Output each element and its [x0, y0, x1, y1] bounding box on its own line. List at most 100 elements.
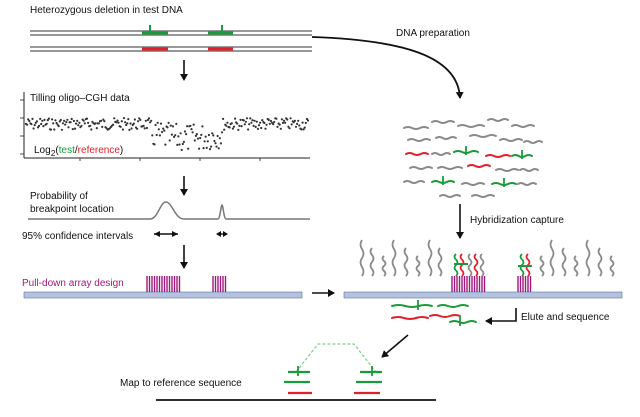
cgh-point	[158, 134, 161, 137]
genomic-fragment	[437, 166, 463, 170]
cgh-point	[163, 129, 166, 132]
genomic-fragment	[407, 138, 431, 142]
cgh-point	[54, 119, 57, 122]
cgh-point	[136, 127, 139, 130]
cgh-point	[87, 121, 90, 124]
cgh-point	[39, 117, 42, 120]
cgh-point	[146, 118, 149, 122]
cgh-point	[194, 134, 197, 137]
cgh-point	[183, 130, 187, 133]
cgh-point	[61, 122, 65, 125]
split-read-link	[295, 343, 377, 373]
unbound-fragment	[403, 247, 409, 277]
cgh-point	[284, 121, 287, 124]
cgh-point	[170, 133, 173, 136]
elute-arrow	[485, 308, 517, 325]
reference-fragment	[405, 152, 429, 156]
cgh-point	[30, 123, 33, 126]
unbound-fragment	[391, 239, 397, 277]
cgh-point	[218, 137, 221, 140]
cgh-point	[215, 145, 218, 148]
cgh-point	[115, 121, 118, 124]
log-test: test	[59, 145, 75, 156]
cgh-point	[202, 147, 205, 150]
cgh-point	[182, 140, 185, 143]
unbound-fragment	[609, 255, 615, 277]
cgh-point	[71, 128, 74, 131]
cgh-point	[162, 127, 165, 130]
probability-curve	[28, 201, 310, 220]
cgh-point	[210, 145, 213, 148]
cgh-point	[303, 126, 306, 129]
cgh-point	[174, 134, 177, 137]
cgh-point	[51, 118, 54, 121]
cgh-point	[195, 133, 198, 136]
cgh-point	[120, 120, 123, 123]
cgh-point	[60, 128, 64, 131]
cgh-point	[169, 124, 172, 127]
cgh-point	[286, 118, 289, 121]
cgh-point	[122, 117, 126, 120]
cgh-point	[252, 124, 255, 127]
confidence-intervals-label: 95% confidence intervals	[22, 231, 133, 242]
cgh-point	[119, 125, 122, 128]
genomic-fragment	[519, 168, 539, 172]
cgh-point	[267, 118, 270, 122]
cgh-point	[100, 119, 103, 122]
cgh-point	[73, 127, 77, 130]
cgh-point	[239, 118, 242, 121]
cgh-point	[43, 118, 46, 121]
cgh-point	[90, 128, 93, 131]
cgh-point	[70, 117, 73, 121]
cgh-point	[63, 119, 66, 122]
test-dna-lines	[30, 25, 312, 36]
pulldown-array-bar	[23, 291, 303, 299]
cgh-plot-frame	[20, 92, 310, 161]
cgh-point	[302, 128, 305, 131]
cgh-point	[236, 122, 239, 125]
cgh-point	[234, 117, 237, 120]
cgh-point	[116, 119, 119, 122]
cgh-point	[293, 119, 296, 122]
cgh-point	[147, 117, 151, 120]
log-reference: reference	[78, 145, 121, 156]
cgh-point	[173, 135, 176, 138]
cgh-point	[53, 128, 56, 131]
cgh-point	[237, 128, 240, 131]
genomic-fragment	[403, 180, 425, 184]
cgh-point	[38, 124, 41, 127]
cgh-point	[265, 123, 268, 126]
map-label: Map to reference sequence	[120, 378, 242, 389]
cgh-point	[33, 124, 36, 127]
cgh-point	[124, 121, 127, 124]
cgh-point	[28, 119, 31, 122]
cgh-point	[155, 133, 158, 137]
cgh-title-label: Tilling oligo–CGH data	[30, 93, 130, 104]
cgh-point	[289, 117, 292, 120]
cgh-point	[301, 121, 304, 124]
title-label: Heterozygous deletion in test DNA	[30, 5, 183, 16]
unbound-fragment	[561, 247, 567, 277]
genomic-fragment	[499, 138, 523, 142]
cgh-point	[250, 121, 253, 124]
pulldown-label: Pull-down array design	[22, 278, 124, 289]
cgh-data-points	[24, 117, 310, 152]
genomic-fragment	[469, 134, 497, 138]
cgh-point	[276, 125, 279, 128]
cgh-point	[244, 120, 247, 123]
cgh-point	[206, 140, 209, 143]
cgh-point	[297, 119, 300, 122]
cgh-point	[42, 125, 45, 128]
cgh-point	[181, 142, 184, 146]
cgh-point	[112, 123, 115, 126]
cgh-point	[168, 139, 171, 142]
cgh-point	[205, 146, 208, 149]
cgh-point	[198, 147, 201, 150]
cgh-point	[269, 119, 273, 123]
cgh-point	[275, 117, 278, 120]
reference-fragment	[485, 154, 511, 158]
cgh-point	[26, 123, 29, 126]
genomic-fragment	[439, 194, 461, 198]
cgh-point	[186, 125, 189, 128]
